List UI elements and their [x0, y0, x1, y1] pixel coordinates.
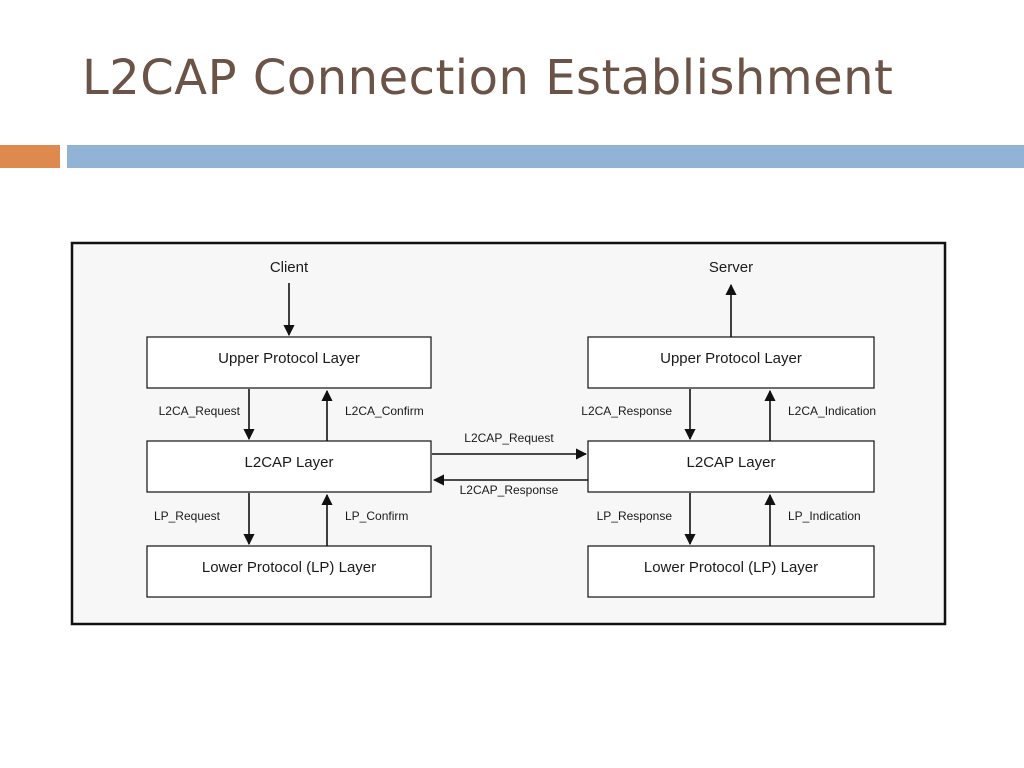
client-lower-layer-label: Lower Protocol (LP) Layer [202, 559, 376, 576]
accent-bar-blue [67, 145, 1024, 168]
server-l2cap-layer-box [587, 440, 875, 493]
l2cap-request-label: L2CAP_Request [464, 431, 554, 445]
server-upper-layer-box [587, 336, 875, 389]
server-lp-indication-label: LP_Indication [788, 509, 861, 523]
server-lower-layer-label: Lower Protocol (LP) Layer [644, 559, 818, 576]
slide-title: L2CAP Connection Establishment [82, 50, 894, 106]
client-upper-layer-box [146, 336, 432, 389]
client-l2cap-layer-label: L2CAP Layer [245, 454, 334, 471]
server-lower-layer-box [587, 545, 875, 598]
server-upper-layer-label: Upper Protocol Layer [660, 350, 802, 367]
client-l2ca-request-label: L2CA_Request [159, 404, 241, 418]
client-lp-request-label: LP_Request [154, 509, 221, 523]
client-upper-layer-label: Upper Protocol Layer [218, 350, 360, 367]
client-label: Client [270, 259, 309, 276]
client-lower-layer-box [146, 545, 432, 598]
server-l2ca-indication-label: L2CA_Indication [788, 404, 876, 418]
client-l2ca-confirm-label: L2CA_Confirm [345, 404, 424, 418]
l2cap-response-label: L2CAP_Response [460, 483, 559, 497]
accent-bar-orange [0, 145, 60, 168]
server-l2ca-response-label: L2CA_Response [581, 404, 672, 418]
server-l2cap-layer-label: L2CAP Layer [687, 454, 776, 471]
server-label: Server [709, 259, 753, 276]
client-lp-confirm-label: LP_Confirm [345, 509, 408, 523]
client-l2cap-layer-box [146, 440, 432, 493]
server-lp-response-label: LP_Response [597, 509, 673, 523]
